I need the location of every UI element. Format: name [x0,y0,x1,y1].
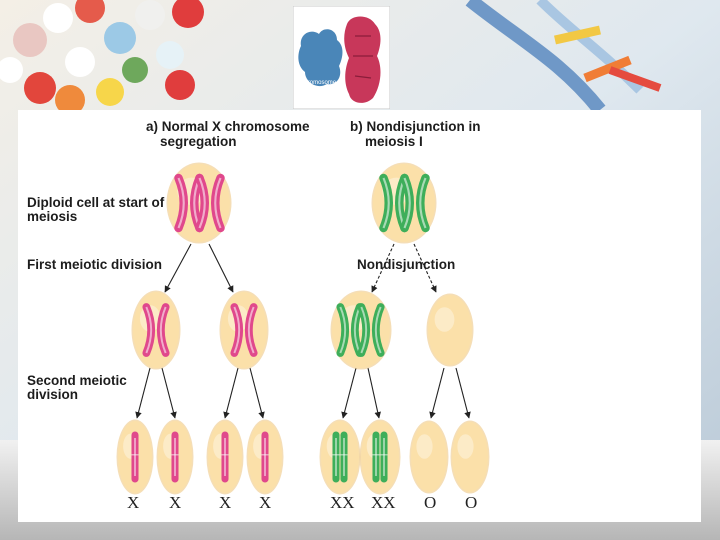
y-chromosome-caption: Y-chromosome [296,80,337,86]
row-label-second-line1: Second meiotic [27,373,127,388]
x-chromatid [332,431,340,483]
division-arrow [367,367,381,419]
x-chromatid [372,431,380,483]
division-arrow [164,243,192,293]
x-chromatid [340,431,348,483]
nondisjunction-label: Nondisjunction [357,257,456,272]
molecule-beads-decoration [0,0,204,115]
gamete-genotype-label: XX [330,493,355,512]
daughter-cell-normal [219,290,269,370]
x-chromosome [195,173,225,233]
gamete-cell-normal [246,419,284,495]
x-chromatid [131,431,139,483]
x-chromosome [142,303,170,357]
heading-b-line2: meiosis I [365,134,423,149]
x-chromosome [357,303,385,357]
x-chromosome [336,303,364,357]
division-arrow [371,243,395,293]
x-chromosome-blob [344,16,381,103]
gamete-genotype-label: O [465,493,478,512]
x-chromatid [380,431,388,483]
row-label-diploid-line2: meiosis [27,209,78,224]
row-label-second-line2: division [27,387,79,402]
diploid-cell-nondisjunction [371,162,437,244]
division-arrow [135,367,151,419]
gamete-genotype-label: X [169,493,182,512]
x-chromosome [230,303,258,357]
row-label-diploid-line1: Diploid cell at start of [27,195,165,210]
heading-a-line2: segregation [160,134,237,149]
daughter-cell-normal [131,290,181,370]
division-arrow [455,367,471,419]
heading-b-line1: b) Nondisjunction in [350,119,481,134]
x-chromatid [171,431,179,483]
division-arrow [249,367,265,419]
gamete-cell-normal [116,419,154,495]
gamete-genotype-label: X [259,493,272,512]
division-arrow [413,243,437,293]
division-arrow [223,367,239,419]
division-arrow [208,243,234,293]
x-chromatid [221,431,229,483]
dna-helix-decoration [465,0,662,115]
chromosome-photo-inset [293,6,390,109]
x-chromosome-caption: X-chromosome [342,7,383,13]
gamete-genotype-label: X [219,493,232,512]
gamete-cell-normal [156,419,194,495]
division-arrow [341,367,357,419]
gamete-genotype-label: XX [371,493,396,512]
x-chromatid [261,431,269,483]
division-arrow [429,367,445,419]
heading-a-line1: a) Normal X chromosome [146,119,310,134]
gamete-genotype-label: O [424,493,437,512]
row-label-first-division: First meiotic division [27,257,163,272]
gamete-cell-normal [206,419,244,495]
diploid-cell-normal [166,162,232,244]
daughter-cell-no-x [426,293,474,367]
gamete-genotype-label: X [127,493,140,512]
x-chromosome [400,173,430,233]
y-chromosome-blob [298,29,343,87]
division-arrow [161,367,177,419]
gamete-cell-two-x [359,419,401,495]
gamete-cell-no-x [450,420,490,494]
gamete-cell-no-x [409,420,449,494]
daughter-cell-two-x [330,290,392,370]
gamete-cell-two-x [319,419,361,495]
